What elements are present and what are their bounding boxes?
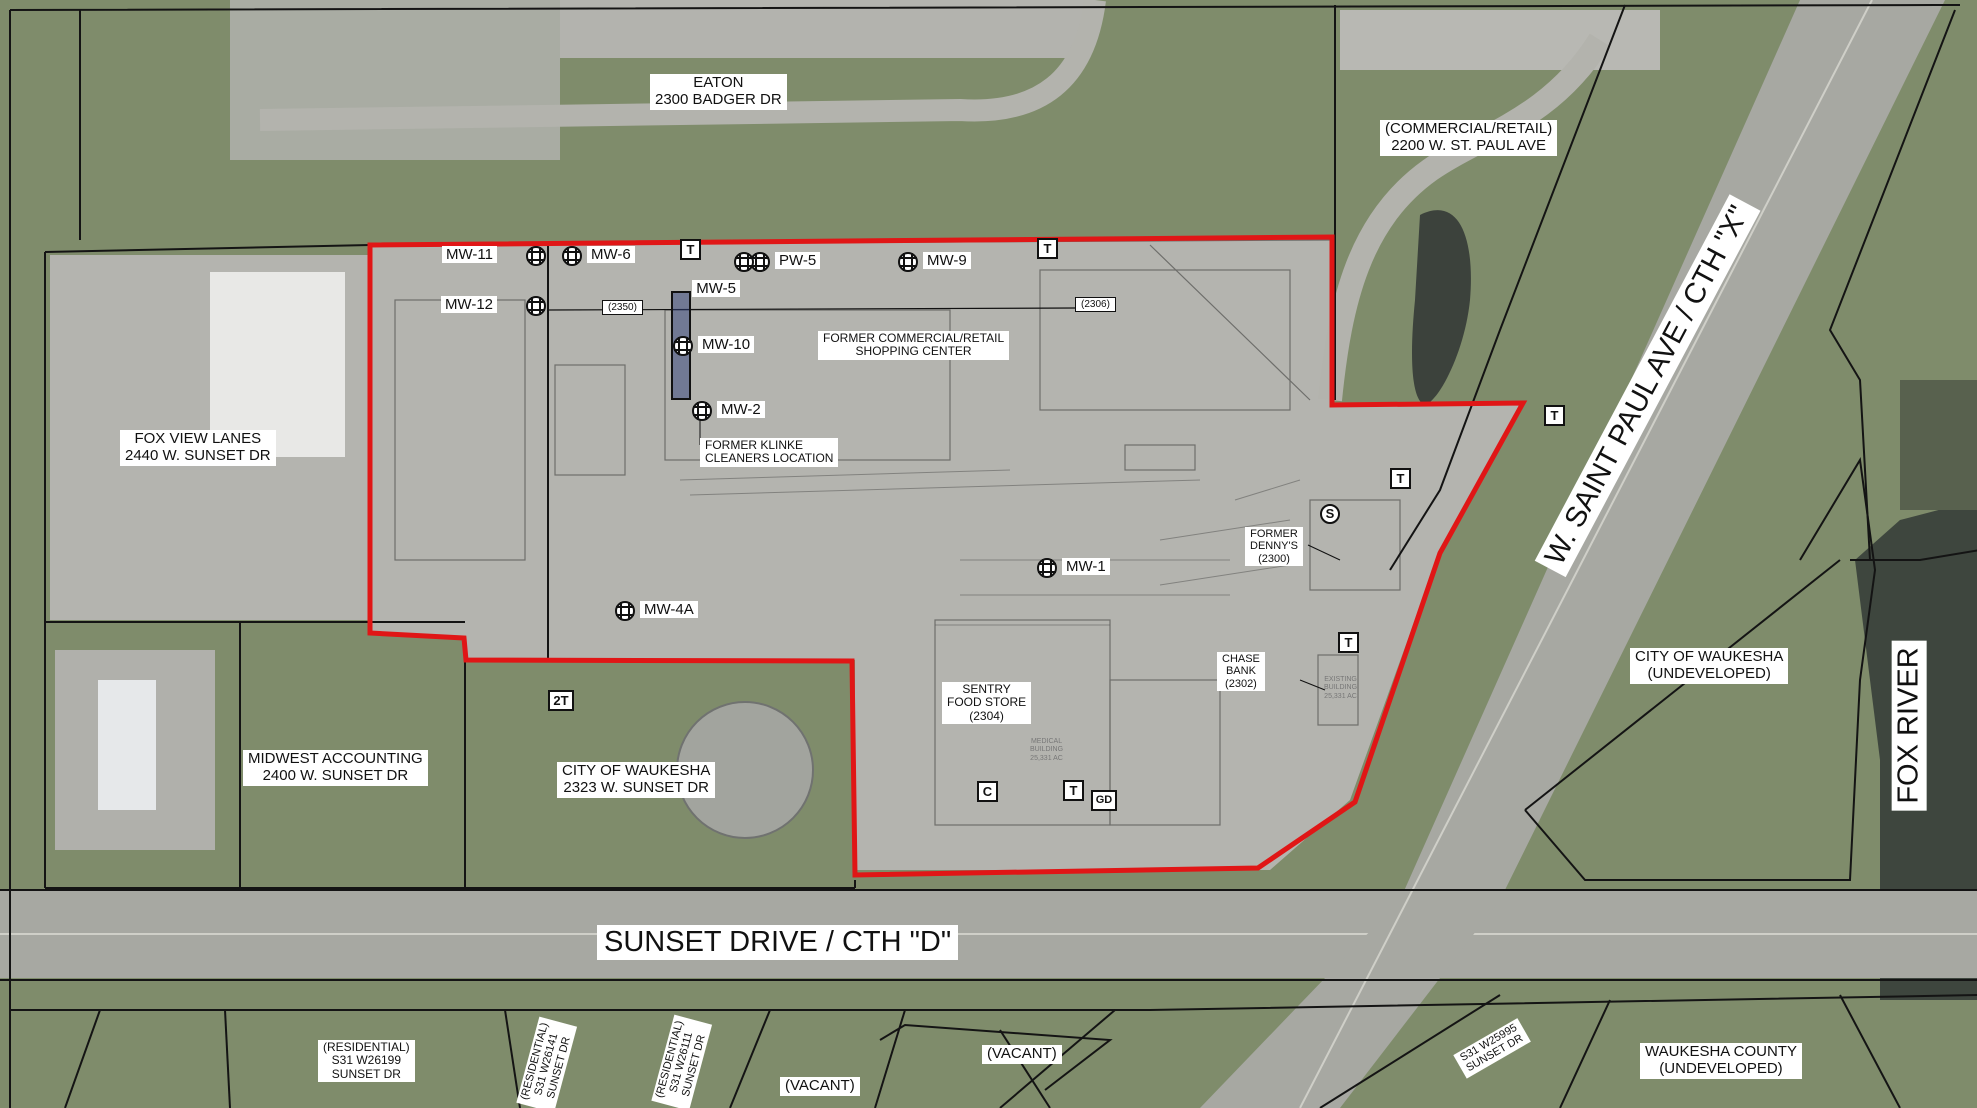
symbol-s-1: S — [1320, 504, 1340, 524]
parcel-lines — [0, 4, 1977, 1108]
building-roof — [210, 272, 345, 457]
road-label-sunset-drive: SUNSET DRIVE / CTH "D" — [597, 925, 959, 960]
symbol-t-5: T — [1338, 632, 1359, 653]
monitoring-well-icon — [615, 601, 635, 621]
monitoring-well-icon — [734, 252, 754, 272]
symbol-t-3: T — [1544, 405, 1565, 426]
monitoring-well-icon — [673, 336, 693, 356]
monitoring-well-icon — [526, 296, 546, 316]
property-label-vacant-1: (VACANT) — [982, 1045, 1062, 1064]
pond — [1412, 210, 1471, 405]
site-boundary — [367, 234, 1528, 878]
monitoring-well-icon — [1037, 558, 1057, 578]
monitoring-well-icon — [898, 252, 918, 272]
symbol-t-6: T — [1063, 780, 1084, 801]
building-roof — [98, 680, 156, 810]
property-label-waukesha-county: WAUKESHA COUNTY(UNDEVELOPED) — [1640, 1043, 1802, 1079]
address-tag-2350: (2350) — [602, 300, 643, 316]
symbol-t-4: T — [1390, 468, 1411, 489]
symbol-c-1: C — [977, 781, 998, 802]
monitoring-well-icon — [750, 252, 770, 272]
pavement-area — [560, 0, 1090, 58]
pavement-area — [1340, 10, 1660, 70]
symbol-2t-1: 2T — [548, 690, 574, 711]
symbol-t-1: T — [680, 239, 701, 260]
river-bank — [1900, 380, 1977, 510]
property-label-commercial-retail: (COMMERCIAL/RETAIL)2200 W. ST. PAUL AVE — [1380, 120, 1558, 156]
pavement-area — [230, 0, 560, 160]
symbol-gd-1: GD — [1091, 790, 1117, 811]
property-label-city-waukesha-undeveloped: CITY OF WAUKESHA(UNDEVELOPED) — [1630, 648, 1789, 684]
road-label-fox-river: FOX RIVER — [1891, 640, 1927, 811]
symbol-t-2: T — [1037, 238, 1058, 259]
monitoring-well-icon — [526, 246, 546, 266]
address-tag-2306: (2306) — [1075, 297, 1116, 313]
pavement-area — [370, 235, 1520, 870]
monitoring-well-icon — [562, 246, 582, 266]
monitoring-well-icon — [692, 401, 712, 421]
property-label-vacant-2: (VACANT) — [780, 1077, 860, 1096]
